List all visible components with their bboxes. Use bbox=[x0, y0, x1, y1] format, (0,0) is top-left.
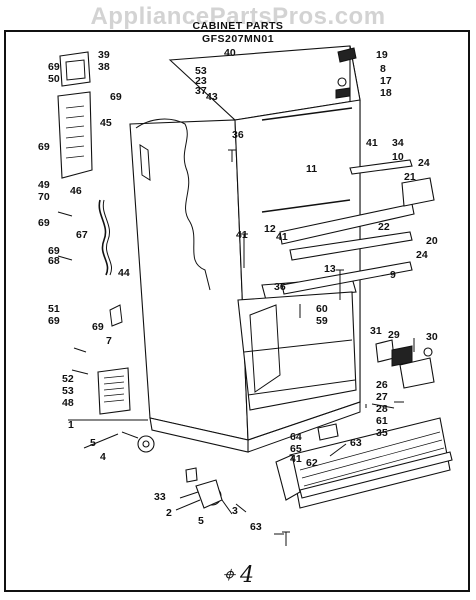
part-number-label: 65 bbox=[290, 443, 302, 455]
part-number-label: 63 bbox=[250, 521, 262, 533]
part-number-label: 59 bbox=[316, 315, 328, 327]
part-number-label: 8 bbox=[380, 63, 386, 75]
part-number-label: 27 bbox=[376, 391, 388, 403]
part-number-label: 33 bbox=[154, 491, 166, 503]
part-number-label: 69 bbox=[48, 245, 60, 257]
part-number-label: 69 bbox=[38, 217, 50, 229]
part-number-label: 28 bbox=[376, 403, 388, 415]
part-number-label: 69 bbox=[48, 61, 60, 73]
part-number-label: 44 bbox=[118, 267, 130, 279]
part-number-label: 48 bbox=[62, 397, 74, 409]
part-number-label: 18 bbox=[380, 87, 392, 99]
part-number-label: 51 bbox=[48, 303, 60, 315]
part-number-label: 69 bbox=[110, 91, 122, 103]
part-number-label: 36 bbox=[274, 281, 286, 293]
handwritten-note: 4 bbox=[239, 563, 254, 588]
part-number-label: 19 bbox=[376, 49, 388, 61]
handwritten-mark: ⌖ bbox=[222, 563, 236, 588]
part-number-label: 17 bbox=[380, 75, 392, 87]
part-number-label: 35 bbox=[376, 427, 388, 439]
part-number-label: 24 bbox=[416, 249, 428, 261]
part-number-label: 5 bbox=[90, 437, 96, 449]
part-number-label: 41 bbox=[290, 453, 302, 465]
part-number-label: 41 bbox=[236, 229, 248, 241]
part-number-label: 70 bbox=[38, 191, 50, 203]
cabinet-body bbox=[57, 45, 453, 546]
part-number-label: 3 bbox=[232, 505, 238, 517]
part-number-label: 24 bbox=[418, 157, 430, 169]
part-number-label: 39 bbox=[98, 49, 110, 61]
part-number-label: 30 bbox=[426, 331, 438, 343]
diagram-title: CABINET PARTS bbox=[192, 20, 284, 32]
part-number-label: 2 bbox=[166, 507, 172, 519]
part-number-label: 36 bbox=[232, 129, 244, 141]
part-number-label: 52 bbox=[62, 373, 74, 385]
part-number-label: 11 bbox=[306, 163, 317, 175]
part-number-label: 37 bbox=[195, 85, 207, 97]
part-number-label: 69 bbox=[92, 321, 104, 333]
part-number-label: 21 bbox=[404, 171, 416, 183]
part-number-label: 31 bbox=[370, 325, 382, 337]
part-number-label: 22 bbox=[378, 221, 390, 233]
part-number-label: 62 bbox=[306, 457, 318, 469]
part-number-label: 43 bbox=[206, 91, 218, 103]
part-number-label: 53 bbox=[62, 385, 74, 397]
part-number-label: 4 bbox=[100, 451, 106, 463]
part-number-label: 5 bbox=[198, 515, 204, 527]
part-number-label: 23 bbox=[195, 75, 207, 87]
part-number-label: 49 bbox=[38, 179, 50, 191]
model-number: GFS207MN01 bbox=[201, 33, 275, 45]
part-number-label: 67 bbox=[76, 229, 88, 241]
part-number-label: 38 bbox=[98, 61, 110, 73]
part-number-label: 69 bbox=[38, 141, 50, 153]
part-number-label: 60 bbox=[316, 303, 328, 315]
part-number-label: 68 bbox=[48, 255, 60, 267]
part-number-label: 9 bbox=[390, 269, 396, 281]
part-number-label: 13 bbox=[324, 263, 336, 275]
part-number-label: 53 bbox=[195, 65, 207, 77]
part-number-label: 10 bbox=[392, 151, 404, 163]
part-number-label: 20 bbox=[426, 235, 438, 247]
part-number-label: 34 bbox=[392, 137, 404, 149]
part-number-label: 50 bbox=[48, 73, 60, 85]
part-number-label: 7 bbox=[106, 335, 112, 347]
part-number-label: 41 bbox=[366, 137, 378, 149]
part-number-label: 45 bbox=[100, 117, 112, 129]
part-number-label: 41 bbox=[276, 231, 288, 243]
part-number-label: 26 bbox=[376, 379, 388, 391]
part-number-label: 69 bbox=[48, 315, 60, 327]
part-number-label: 12 bbox=[264, 223, 276, 235]
part-number-label: 63 bbox=[350, 437, 362, 449]
part-number-label: 40 bbox=[224, 47, 236, 59]
part-number-label: 29 bbox=[388, 329, 400, 341]
part-number-label: 61 bbox=[376, 415, 388, 427]
watermark: AppliancePartsPros.com bbox=[90, 3, 386, 30]
part-number-label: 64 bbox=[290, 431, 302, 443]
part-number-label: 46 bbox=[70, 185, 82, 197]
diagram-frame bbox=[4, 30, 470, 592]
part-number-label: 1 bbox=[68, 419, 74, 431]
